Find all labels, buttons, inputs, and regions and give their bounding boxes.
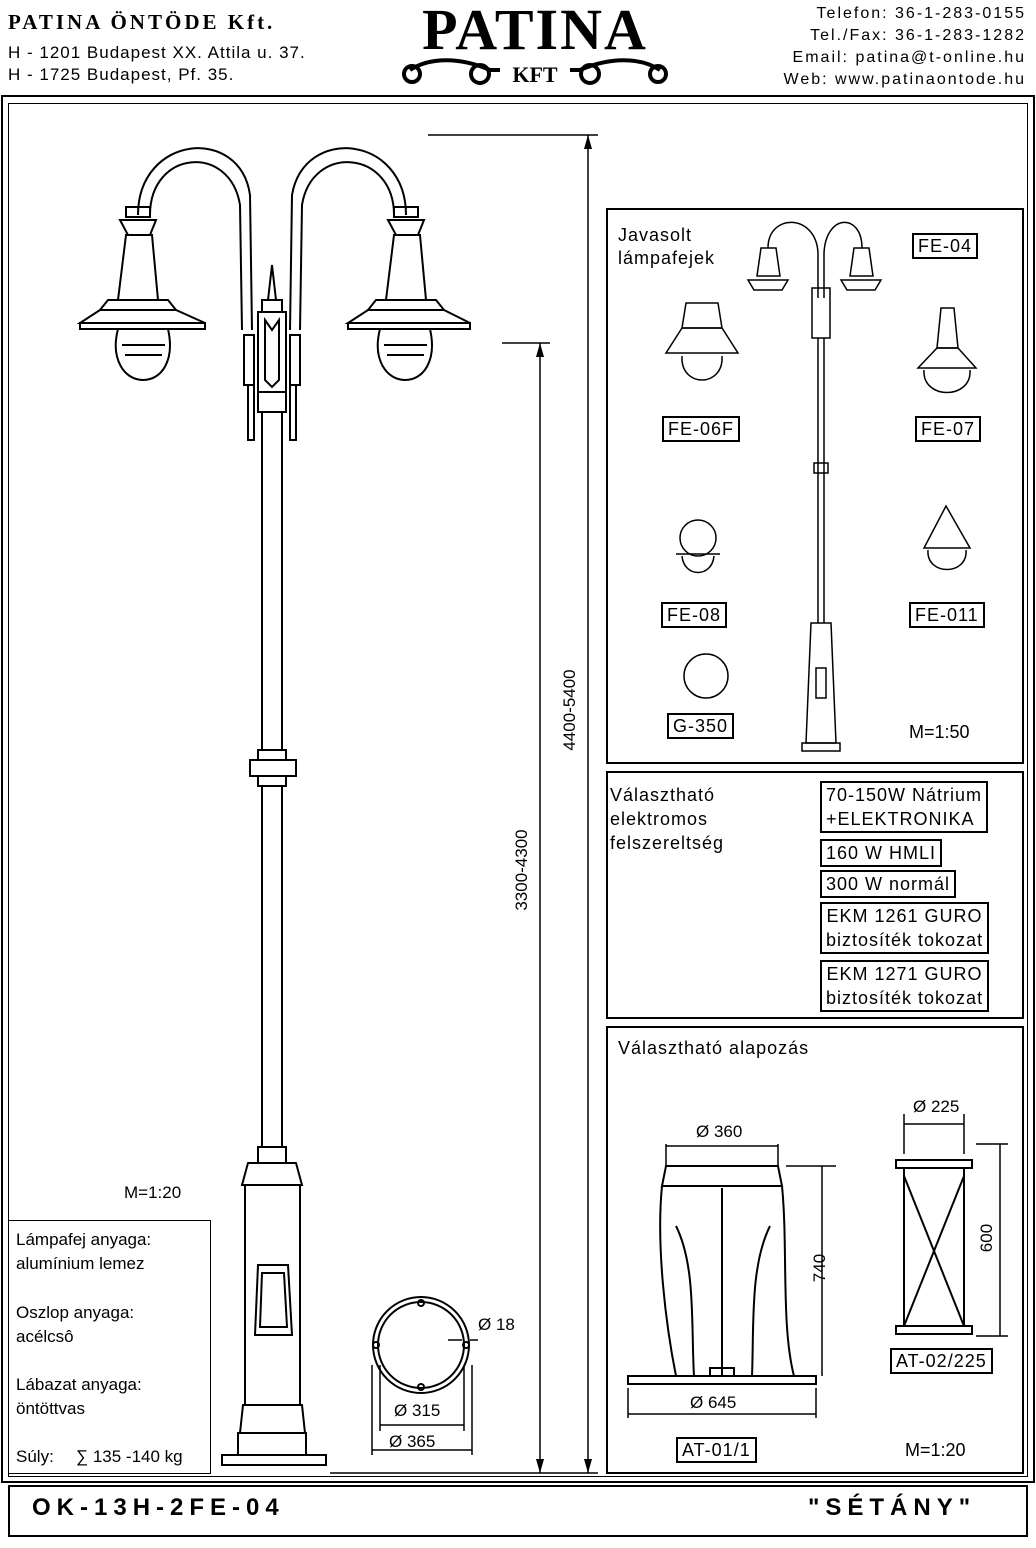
lampheads-title-1: Javasolt (618, 225, 693, 245)
base-material-label: Lábazat anyaga: (16, 1375, 142, 1394)
logo-subtitle: KFT (512, 62, 558, 87)
pole-material-label: Oszlop anyaga: (16, 1303, 135, 1322)
footer-box (8, 1485, 1028, 1537)
electrical-option-ekm1271-line1: EKM 1271 GURO (826, 964, 983, 984)
address-line-2: H - 1725 Budapest, Pf. 35. (8, 65, 235, 84)
email: Email: patina@t-online.hu (792, 49, 1026, 66)
lamphead-code-fe-011: FE-011 (909, 602, 985, 628)
dim-total-height: 4400-5400 (560, 669, 579, 751)
foundation-box (606, 1026, 1024, 1474)
electrical-option-ekm1271-line2: biztosíték tokozat (826, 988, 984, 1008)
dim-inner-diameter: Ø 315 (394, 1401, 441, 1420)
lampheads-box (606, 208, 1024, 764)
electrical-title-3: felszereltség (610, 833, 725, 853)
electrical-option-sodium-line1: 70-150W Nátrium (826, 785, 983, 805)
weight-value: ∑ 135 -140 kg (76, 1447, 183, 1466)
electrical-box (606, 771, 1024, 1019)
lamphead-code-fe-08: FE-08 (661, 602, 728, 628)
lampheads-illustrations (664, 221, 978, 752)
lampheads-scale: M=1:50 (909, 722, 970, 742)
electrical-option-hmli: 160 W HMLI (820, 839, 943, 867)
base-material-value: öntöttvas (16, 1399, 85, 1418)
address-line-1: H - 1201 Budapest XX. Attila u. 37. (8, 43, 306, 62)
foundation-title: Választható alapozás (618, 1038, 810, 1058)
foundation-code-at-02: AT-02/225 (890, 1348, 993, 1374)
dim-outer-diameter: Ø 365 (389, 1432, 436, 1451)
lamp-material-value: alumínium lemez (16, 1254, 145, 1273)
lamphead-code-fe-04: FE-04 (912, 233, 979, 259)
lamphead-code-fe-06f: FE-06F (662, 416, 741, 442)
dim-hole-diameter: Ø 18 (478, 1315, 515, 1334)
foundation-code-at-01: AT-01/1 (676, 1437, 757, 1463)
electrical-option-sodium: 70-150W Nátrium +ELEKTRONIKA (820, 781, 989, 833)
electrical-option-ekm1261: EKM 1261 GURO biztosíték tokozat (820, 902, 990, 954)
foundation-dim-d360: Ø 360 (696, 1122, 743, 1141)
electrical-option-ekm1261-line2: biztosíték tokozat (826, 930, 984, 950)
product-code: OK-13H-2FE-04 (32, 1494, 285, 1521)
dim-shaft-height: 3300-4300 (512, 829, 531, 911)
phone: Telefon: 36-1-283-0155 (816, 5, 1026, 22)
drawing-inner-frame (8, 103, 1028, 1477)
logo-title: PATINA (422, 0, 648, 62)
logo: PATINA KFT (400, 0, 670, 95)
fax: Tel./Fax: 36-1-283-1282 (810, 27, 1026, 44)
electrical-option-sodium-line2: +ELEKTRONIKA (826, 809, 975, 829)
foundation-dim-h740: 740 (810, 1253, 829, 1283)
website: Web: www.patinaontode.hu (783, 71, 1026, 88)
product-name: "SÉTÁNY" (808, 1494, 977, 1521)
materials-box (8, 1220, 211, 1474)
foundation-drawings (627, 1114, 1008, 1418)
drawing-frame (1, 95, 1035, 1483)
foundation-scale: M=1:20 (905, 1440, 966, 1460)
lamp-post-drawing (76, 134, 598, 1474)
lamphead-code-g-350: G-350 (667, 713, 735, 739)
logo-scroll-ornament (402, 58, 668, 85)
company-name: PATINA ÖNTÖDE Kft. (8, 10, 276, 34)
electrical-title-1: Választható (610, 785, 716, 805)
foundation-dim-h600: 600 (977, 1223, 996, 1253)
electrical-option-ekm1271: EKM 1271 GURO biztosíték tokozat (820, 960, 990, 1012)
electrical-option-ekm1261-line1: EKM 1261 GURO (826, 906, 983, 926)
foundation-dim-d645: Ø 645 (690, 1393, 737, 1412)
electrical-option-normal: 300 W normál (820, 870, 957, 898)
main-scale: M=1:20 (124, 1183, 182, 1202)
lamphead-code-fe-07: FE-07 (915, 416, 982, 442)
lamp-material-label: Lámpafej anyaga: (16, 1230, 152, 1249)
foundation-dim-d225: Ø 225 (913, 1097, 960, 1116)
electrical-title-2: elektromos (610, 809, 709, 829)
weight-label: Súly: (16, 1447, 54, 1466)
pole-material-value: acélcsô (16, 1327, 74, 1346)
lampheads-title-2: lámpafejek (618, 248, 716, 268)
